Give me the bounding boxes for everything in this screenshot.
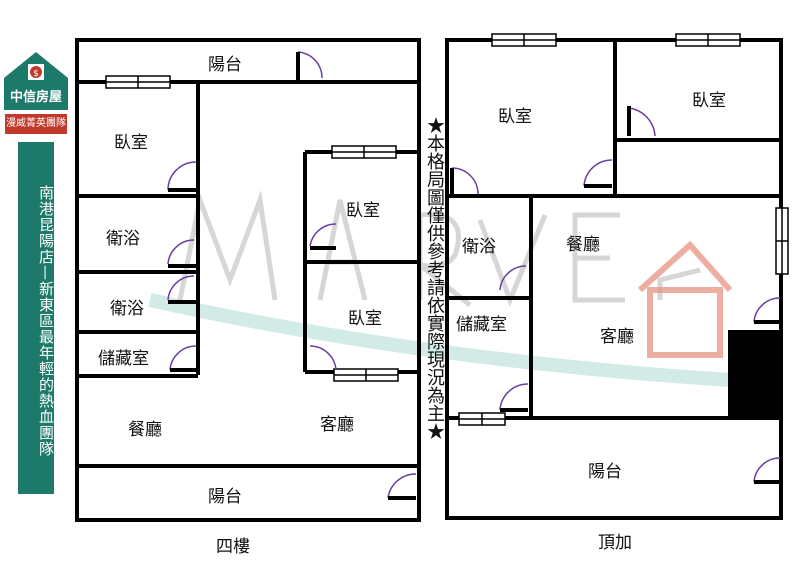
room-4f-living: 客廳 [320, 415, 354, 435]
plan-4f-windows [105, 75, 399, 382]
room-4f-balcony-bottom: 陽台 [208, 487, 242, 507]
watermark-swoosh [148, 293, 731, 387]
brand-house-icon: $ [4, 52, 68, 110]
room-roof-balcony: 陽台 [588, 462, 622, 482]
room-4f-balcony-top: 陽台 [208, 55, 242, 75]
stair-block [728, 330, 781, 418]
plan-roof-label: 頂加 [598, 533, 632, 553]
plan-roof-windows [458, 33, 789, 426]
plan-roof-doors [450, 106, 781, 484]
room-4f-bath-1: 衛浴 [106, 229, 140, 249]
plan-4f-walls [75, 38, 421, 522]
room-4f-bedroom-1: 臥室 [114, 133, 148, 153]
room-4f-dining: 餐廳 [128, 420, 162, 440]
brand-slogan: 南港昆陽店—新東區最年輕的熱血團隊 [18, 142, 55, 494]
disclaimer: ★本格局圖僅供參考請依實際現況為主★ [424, 116, 445, 440]
room-roof-bedroom-2: 臥室 [692, 91, 726, 111]
brand-team: 漫威菁英團隊 [5, 114, 67, 134]
room-roof-bath: 衛浴 [462, 237, 496, 257]
room-4f-bath-2: 衛浴 [110, 299, 144, 319]
room-4f-storage: 儲藏室 [98, 349, 149, 369]
room-4f-bedroom-2: 臥室 [346, 201, 380, 221]
room-roof-dining: 餐廳 [566, 235, 600, 255]
room-4f-bedroom-3: 臥室 [348, 309, 382, 329]
svg-text:$: $ [33, 69, 39, 79]
plan-4f-doors [167, 51, 417, 500]
plan-roof-walls [445, 38, 783, 520]
room-roof-storage: 儲藏室 [456, 315, 507, 335]
plan-4f-label: 四樓 [216, 537, 250, 557]
watermark-house [637, 240, 733, 358]
brand-name: 中信房屋 [9, 90, 62, 105]
room-roof-bedroom-1: 臥室 [498, 107, 532, 127]
room-roof-living: 客廳 [600, 327, 634, 347]
